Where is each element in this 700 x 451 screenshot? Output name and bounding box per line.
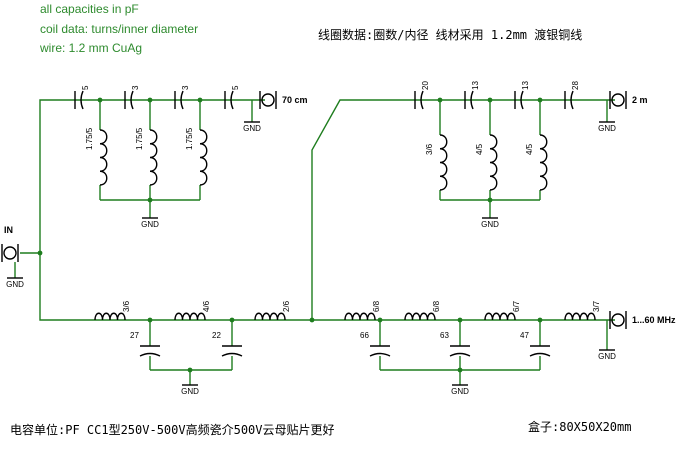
inductor <box>149 129 158 186</box>
inductor-value: 2/6 <box>282 300 291 312</box>
inductor-value: 6/7 <box>512 300 521 312</box>
inductor-value: 1.75/5 <box>85 127 94 150</box>
coax-connector <box>1 244 19 262</box>
wire <box>39 253 615 321</box>
port-label: IN <box>4 225 13 235</box>
inductor <box>174 312 206 321</box>
capacitor <box>369 345 391 357</box>
coax-connector <box>609 91 627 109</box>
ground-label: GND <box>141 220 159 229</box>
note-coil-data: coil data: turns/inner diameter <box>40 22 199 36</box>
capacitor-value: 63 <box>440 331 449 340</box>
inductor-value: 4/6 <box>202 300 211 312</box>
capacitor <box>224 90 234 110</box>
inductor <box>199 129 208 186</box>
inductor <box>99 129 108 186</box>
capacitor-value: 13 <box>521 81 530 90</box>
note-cn-coil-data: 线圈数据:圈数/内径 线材采用 1.2mm 渡银铜线 <box>318 28 583 42</box>
capacitor <box>529 345 551 357</box>
note-cn-capacitor-unit: 电容单位:PF CC1型250V-500V高频瓷介500V云母贴片更好 <box>10 423 335 437</box>
note-wire: wire: 1.2 mm CuAg <box>40 41 143 55</box>
capacitor <box>139 345 161 357</box>
coax-connector <box>609 311 627 329</box>
inductor <box>254 312 286 321</box>
inductor <box>94 312 126 321</box>
capacitor <box>514 90 524 110</box>
capacitor-value: 3 <box>181 85 190 90</box>
capacitor <box>464 90 474 110</box>
capacitor <box>449 345 471 357</box>
inductor-value: 3/6 <box>425 143 434 155</box>
capacitor <box>221 345 243 357</box>
inductor-value: 4/5 <box>525 143 534 155</box>
port-label: 70 cm <box>282 95 308 105</box>
inductor-value: 1.75/5 <box>185 127 194 150</box>
capacitor <box>414 90 424 110</box>
ground-label: GND <box>451 387 469 396</box>
port-label: 2 m <box>632 95 648 105</box>
inductor-value: 6/8 <box>432 300 441 312</box>
inductor-value: 6/8 <box>372 300 381 312</box>
note-capacities: all capacities in pF <box>40 2 139 16</box>
capacitor-value: 22 <box>212 331 221 340</box>
inductor-value: 4/5 <box>475 143 484 155</box>
capacitor-value: 28 <box>571 81 580 90</box>
ground-label: GND <box>6 280 24 289</box>
wire <box>39 99 265 253</box>
capacitor <box>174 90 184 110</box>
capacitor-value: 66 <box>360 331 369 340</box>
capacitor <box>564 90 574 110</box>
inductor <box>564 312 596 321</box>
ground-label: GND <box>481 220 499 229</box>
capacitor-value: 3 <box>131 85 140 90</box>
capacitor-value: 27 <box>130 331 139 340</box>
inductor <box>489 134 498 191</box>
ground-label: GND <box>598 124 616 133</box>
ground-label: GND <box>598 352 616 361</box>
inductor-value: 3/7 <box>592 300 601 312</box>
inductor <box>439 134 448 191</box>
capacitor-value: 13 <box>471 81 480 90</box>
wire <box>311 99 615 320</box>
inductor <box>484 312 516 321</box>
junction-dot <box>309 317 315 323</box>
port-label: 1...60 MHz <box>632 315 676 325</box>
ground-label: GND <box>181 387 199 396</box>
capacitor-value: 47 <box>520 331 529 340</box>
inductor <box>539 134 548 191</box>
inductor <box>344 312 376 321</box>
capacitor-value: 5 <box>81 85 90 90</box>
capacitor <box>74 90 84 110</box>
inductor-value: 3/6 <box>122 300 131 312</box>
note-cn-box-size: 盒子:80X50X20mm <box>528 420 632 434</box>
components <box>1 90 627 386</box>
ground-label: GND <box>243 124 261 133</box>
inductor <box>404 312 436 321</box>
capacitor-value: 20 <box>421 81 430 90</box>
wires <box>14 97 615 385</box>
capacitor-value: 5 <box>231 85 240 90</box>
coax-connector <box>259 91 277 109</box>
inductor-value: 1.75/5 <box>135 127 144 150</box>
capacitor <box>124 90 134 110</box>
